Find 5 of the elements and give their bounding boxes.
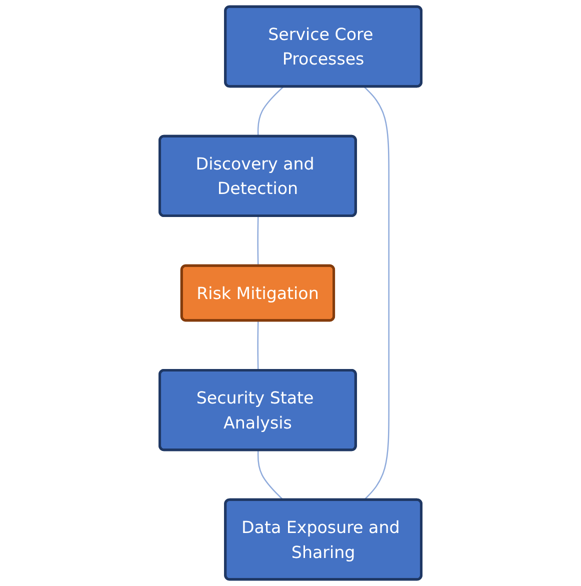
connector — [257, 450, 284, 501]
connector — [257, 320, 259, 371]
connector — [257, 216, 259, 266]
connector — [257, 86, 284, 137]
connector — [364, 86, 390, 501]
